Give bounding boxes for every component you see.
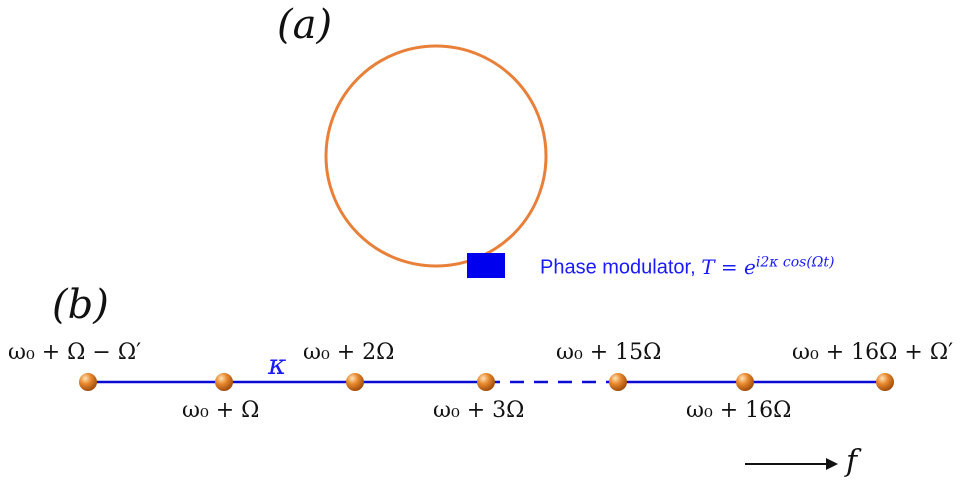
lattice-node xyxy=(79,373,97,391)
node-label: ω₀ + 16Ω + Ω′ xyxy=(792,340,954,365)
phase-modulator-text: Phase modulator, xyxy=(540,256,702,279)
ring-resonator xyxy=(324,44,548,268)
equation-exponent: i2κ cos(Ωt) xyxy=(755,254,835,270)
node-label: ω₀ + 15Ω xyxy=(556,340,662,365)
frequency-axis-label: f xyxy=(846,444,858,479)
node-label: ω₀ + Ω − Ω′ xyxy=(8,340,142,365)
lattice-node xyxy=(736,373,754,391)
frequency-arrow xyxy=(745,458,838,470)
lattice-node xyxy=(876,373,894,391)
node-label: ω₀ + 3Ω xyxy=(433,398,525,423)
panel-a-label: (a) xyxy=(277,2,333,48)
phase-modulator-equation: T = ei2κ cos(Ωt) xyxy=(701,254,835,279)
lattice-node xyxy=(609,373,627,391)
lattice-node xyxy=(215,373,233,391)
coupling-label: κ xyxy=(268,348,287,381)
phase-modulator-block xyxy=(467,253,505,278)
node-label: ω₀ + 2Ω xyxy=(303,340,395,365)
equation-base: T = e xyxy=(701,254,756,279)
phase-modulator-caption: Phase modulator, T = ei2κ cos(Ωt) xyxy=(540,254,835,280)
node-label: ω₀ + 16Ω xyxy=(686,398,792,423)
node-label: ω₀ + Ω xyxy=(182,398,260,423)
lattice-node xyxy=(477,373,495,391)
lattice-node xyxy=(346,373,364,391)
panel-b-label: (b) xyxy=(52,282,109,328)
lattice-nodes xyxy=(79,373,894,391)
